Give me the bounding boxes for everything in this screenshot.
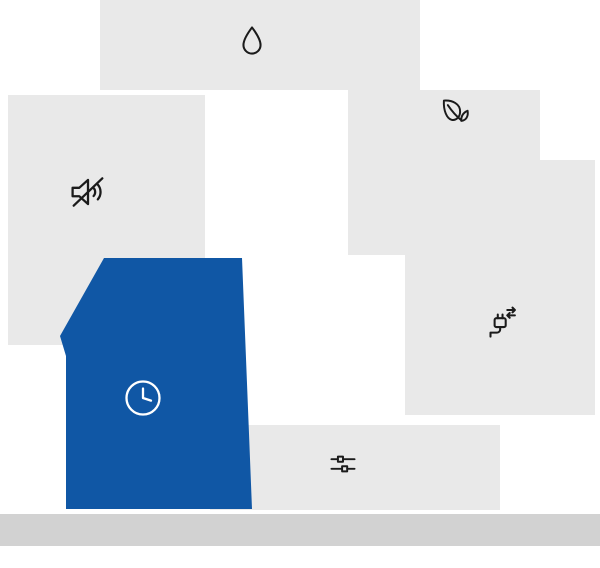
tile-settings[interactable] bbox=[210, 425, 500, 510]
water-drop-icon bbox=[233, 23, 271, 61]
sliders-icon bbox=[325, 446, 361, 482]
schedule-banner-shape bbox=[60, 258, 252, 509]
clock-icon bbox=[125, 380, 161, 416]
leaf-icon bbox=[437, 94, 473, 130]
plug-swap-icon bbox=[481, 303, 519, 341]
speaker-muted-icon bbox=[67, 171, 109, 213]
tile-water[interactable] bbox=[100, 0, 420, 90]
bottom-bar bbox=[0, 514, 600, 546]
tile-schedule[interactable] bbox=[55, 255, 255, 512]
tile-connect[interactable] bbox=[405, 160, 595, 415]
